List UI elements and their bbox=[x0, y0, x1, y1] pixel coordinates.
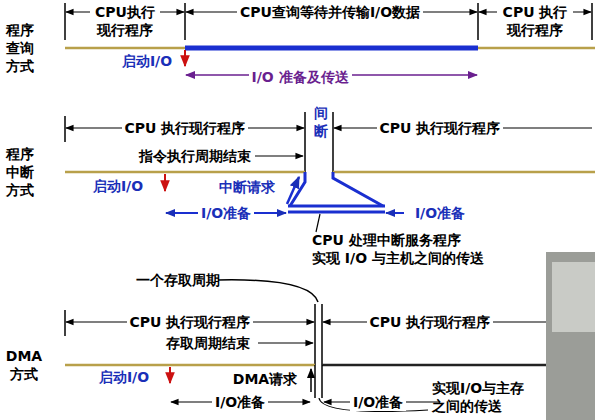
video-overlay bbox=[546, 252, 595, 420]
timing-label: CPU 处理中断服务程序 实现 I/O 与主机之间的传送 bbox=[312, 231, 492, 267]
timing-label: 启动I/O bbox=[83, 177, 153, 195]
timing-label: 启动I/O bbox=[89, 368, 159, 386]
timing-label: CPU 执行现行程序 bbox=[122, 119, 249, 137]
bracket-tick bbox=[64, 3, 66, 40]
timing-label: CPU查询等待并传输I/O数据 bbox=[237, 3, 423, 21]
timing-label: 一个存取周期 bbox=[128, 271, 228, 289]
polling-section bbox=[65, 3, 595, 75]
video-overlay bbox=[552, 262, 595, 332]
bracket-tick bbox=[591, 3, 593, 40]
timeline bbox=[65, 47, 185, 50]
bracket-tick bbox=[321, 304, 323, 365]
timing-label: CPU 执行 现行程序 bbox=[497, 3, 573, 39]
timing-label: 程序 查询 方式 bbox=[3, 21, 37, 75]
request-arrow bbox=[310, 369, 312, 392]
timing-label: 间 断 bbox=[311, 104, 329, 140]
bracket-tick bbox=[332, 112, 334, 172]
bracket-tick bbox=[304, 112, 306, 172]
timeline bbox=[333, 171, 595, 174]
timing-label: DMA 方式 bbox=[3, 347, 45, 383]
timeline bbox=[65, 364, 315, 367]
timing-label: 存取周期结束 bbox=[158, 334, 258, 352]
interrupt-section bbox=[65, 112, 595, 232]
timing-label: 启动I/O bbox=[112, 52, 182, 70]
leader-line bbox=[218, 280, 318, 302]
pointer-arrow bbox=[258, 342, 313, 343]
service-bar bbox=[288, 211, 385, 214]
service-funnel bbox=[290, 172, 305, 206]
transfer-slot bbox=[314, 365, 316, 398]
transfer-slot bbox=[321, 365, 323, 398]
bracket-tick bbox=[64, 310, 66, 336]
timing-label: I/O准备 bbox=[405, 204, 475, 222]
timing-label: 实现I/O与主存 之间的传送 bbox=[432, 379, 532, 415]
timing-label: CPU 执行现行程序 bbox=[367, 313, 494, 331]
span-arrow bbox=[386, 212, 404, 214]
pointer-arrow bbox=[255, 155, 303, 156]
start-arrow bbox=[164, 174, 166, 191]
timing-label: I/O准备 bbox=[212, 393, 268, 411]
request-arrow bbox=[287, 177, 299, 204]
timing-label: I/O准备 bbox=[198, 204, 254, 222]
busy-timeline bbox=[185, 46, 478, 51]
timing-label: I/O 准备及传送 bbox=[249, 68, 352, 86]
timing-label: 指令执行周期结束 bbox=[135, 147, 255, 165]
timing-label: CPU 执行现行程序 bbox=[127, 313, 254, 331]
service-bar bbox=[288, 205, 385, 208]
timeline bbox=[478, 47, 595, 50]
start-arrow bbox=[169, 367, 171, 383]
timing-label: CPU执行 现行程序 bbox=[90, 3, 160, 39]
start-arrow bbox=[184, 50, 186, 66]
timing-label: CPU 执行现行程序 bbox=[377, 119, 504, 137]
timing-label: I/O准备 bbox=[350, 393, 406, 411]
leader-line bbox=[316, 214, 320, 232]
bracket-tick bbox=[184, 3, 186, 40]
bracket-tick bbox=[477, 3, 479, 40]
bracket-tick bbox=[64, 116, 66, 142]
timing-label: DMA请求 bbox=[225, 370, 305, 388]
bracket-tick bbox=[314, 304, 316, 365]
timing-label: 中断请求 bbox=[212, 178, 282, 196]
timeline bbox=[65, 171, 305, 174]
service-funnel bbox=[333, 172, 383, 206]
timing-label: 程序 中断 方式 bbox=[3, 145, 37, 199]
